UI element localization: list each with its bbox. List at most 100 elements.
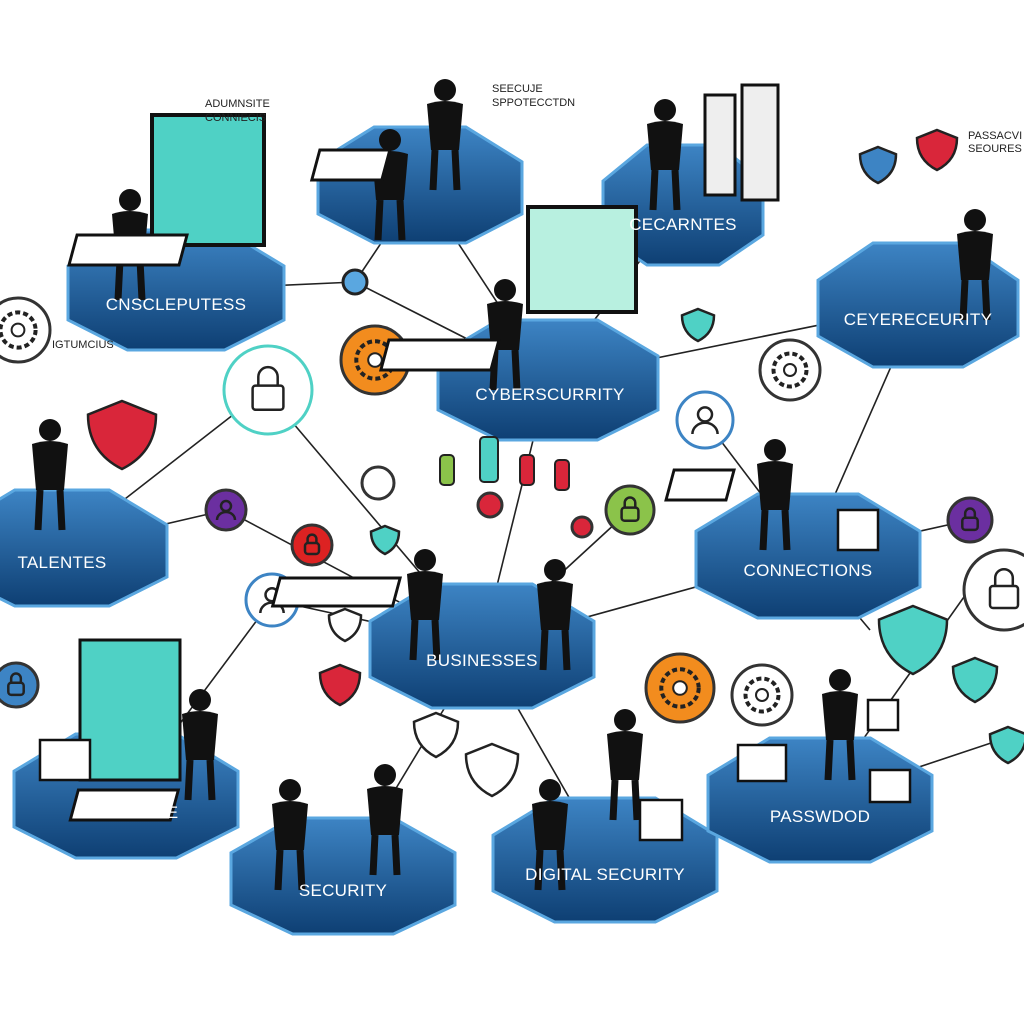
lock-node xyxy=(0,661,40,709)
person-body xyxy=(367,786,403,835)
plate-label-4: CEYERECEURITY xyxy=(844,310,992,329)
lock-shackle-icon xyxy=(306,533,318,543)
server-icon xyxy=(703,93,737,197)
person-head xyxy=(279,779,301,801)
lock-shackle-icon xyxy=(9,672,23,683)
lock-node xyxy=(604,484,656,536)
person-badge-icon xyxy=(519,454,535,486)
person-head xyxy=(494,279,516,301)
person-legs xyxy=(649,169,681,211)
user-body-icon xyxy=(691,421,719,435)
person-legs xyxy=(274,849,306,891)
person-body xyxy=(607,731,643,780)
note-top-right-1: PASSACVI xyxy=(968,130,1022,142)
person-legs xyxy=(609,779,641,821)
person-body xyxy=(272,801,308,850)
document-stack-icon xyxy=(836,508,880,552)
document-stack-icon xyxy=(638,798,684,842)
person-head xyxy=(764,439,786,461)
node-dot-node xyxy=(570,515,594,539)
shield-icon xyxy=(369,524,401,556)
shield-icon xyxy=(680,307,716,343)
lock-icon xyxy=(7,681,25,697)
hexagon-plate-7 xyxy=(694,492,922,620)
plate-label-9: CUPCICONE xyxy=(74,803,179,822)
lock-node xyxy=(946,496,994,544)
lock-icon xyxy=(303,541,321,556)
shield-icon xyxy=(86,399,158,471)
shield-icon xyxy=(988,725,1024,765)
person-head xyxy=(829,669,851,691)
gear-icon xyxy=(0,310,38,350)
laptop-keyboard xyxy=(67,233,189,267)
gear-hub-icon xyxy=(672,680,688,696)
user-body-icon xyxy=(259,601,285,614)
person-head xyxy=(539,779,561,801)
note-top-left-1: ADUMNSITE xyxy=(205,98,270,110)
gear-icon xyxy=(659,667,701,709)
person-legs xyxy=(539,629,571,671)
note-top-left-2: CONNIECIS xyxy=(205,112,266,124)
person-head xyxy=(434,79,456,101)
plate-label-10: SECURITY xyxy=(299,881,387,900)
shield-icon xyxy=(464,742,520,798)
person-body xyxy=(407,571,443,620)
monitor-screen xyxy=(150,113,266,247)
lock-node xyxy=(222,344,314,436)
lock-shackle-icon xyxy=(993,567,1015,586)
person-legs xyxy=(34,489,66,531)
person-legs xyxy=(759,509,791,551)
person-badge-icon xyxy=(479,436,499,483)
laptop-keyboard xyxy=(68,788,181,822)
plate-label-8: BUSINESSES xyxy=(426,651,538,670)
icon-nodes xyxy=(0,128,1024,798)
plate-label-6: TALENTES xyxy=(18,553,107,572)
person-body xyxy=(957,231,993,280)
person-body xyxy=(822,691,858,740)
person-legs xyxy=(369,834,401,876)
node-dot-node xyxy=(341,268,369,296)
person-head xyxy=(414,549,436,571)
person-body xyxy=(32,441,68,490)
person-legs xyxy=(409,619,441,661)
person-legs xyxy=(534,849,566,891)
lock-node xyxy=(290,523,334,567)
shield-icon xyxy=(877,604,949,676)
hexagon-plate-10 xyxy=(229,816,457,936)
note-top-center-2: SPPOTECCTDN xyxy=(492,97,575,109)
person-head xyxy=(964,209,986,231)
note-left: IGTUMCIUS xyxy=(52,339,114,351)
person-body xyxy=(182,711,218,760)
document-stack-icon xyxy=(868,768,912,804)
document-stack-icon xyxy=(866,698,900,732)
user-node xyxy=(675,390,735,450)
document-stack-icon xyxy=(38,738,92,782)
note-top-center-1: SEECUJE xyxy=(492,83,543,95)
person-legs xyxy=(114,259,146,301)
person-body xyxy=(532,801,568,850)
node-dot-node xyxy=(476,491,504,519)
plate-label-5: CYBERSCURRITY xyxy=(475,385,624,404)
shield-icon xyxy=(915,128,959,172)
gear-hub-icon xyxy=(10,322,26,338)
hexagon-plate-11 xyxy=(491,796,719,924)
lock-node xyxy=(962,548,1024,632)
person-legs xyxy=(184,759,216,801)
plate-label-12: PASSWDOD xyxy=(770,807,870,826)
gear-icon xyxy=(743,676,781,714)
person-badge-icon xyxy=(439,454,455,486)
lock-shackle-icon xyxy=(963,507,977,518)
shield-icon xyxy=(412,711,460,759)
gear-hub-icon xyxy=(783,363,797,377)
person-body xyxy=(537,581,573,630)
gear-hub-icon xyxy=(367,352,383,368)
laptop-keyboard xyxy=(270,576,403,608)
laptop-node xyxy=(360,465,396,501)
person-head xyxy=(614,709,636,731)
laptop-keyboard xyxy=(378,338,501,372)
lock-icon xyxy=(251,384,285,412)
person-head xyxy=(119,189,141,211)
person-head xyxy=(379,129,401,151)
shield-icon xyxy=(951,656,999,704)
